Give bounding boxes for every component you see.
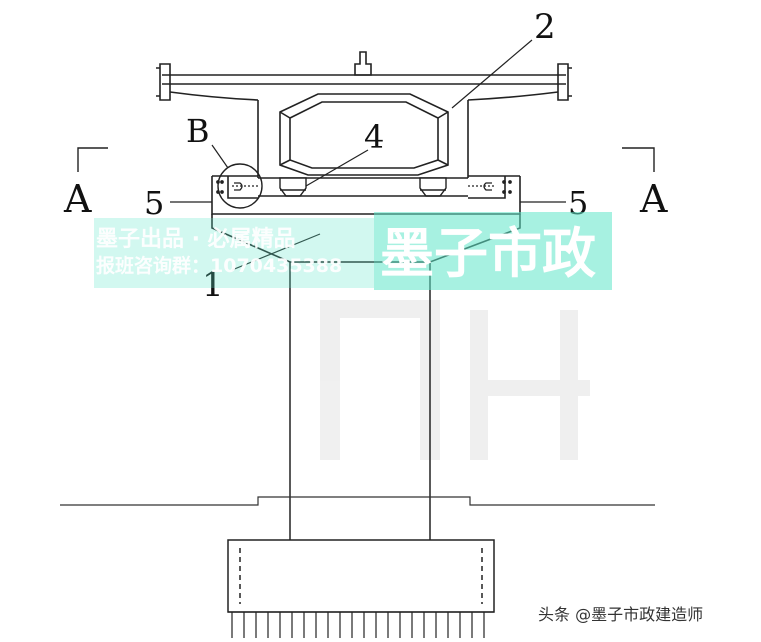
watermark-line-1: 墨子出品 · 必属精品 <box>96 226 296 252</box>
bearing-right <box>419 177 447 197</box>
ground-line <box>60 496 655 506</box>
piles <box>228 611 494 638</box>
label-section-a-right: A <box>639 177 668 221</box>
label-member-1: 1 <box>202 265 224 305</box>
promo-watermark: 墨子出品 · 必属精品 报班咨询群：1070435388 墨子市政 <box>94 212 612 290</box>
leader-lines <box>170 39 566 271</box>
pile-cap <box>227 539 495 613</box>
footer-credit: 头条 @墨子市政建造师 <box>538 605 703 624</box>
detail-b-circle <box>217 163 263 209</box>
label-section-a-left: A <box>63 177 92 221</box>
box-girder <box>156 51 572 179</box>
watermark-line-2: 报班咨询群：1070435388 <box>96 254 342 277</box>
label-member-2: 2 <box>534 7 556 47</box>
stopper-detail-left <box>216 180 258 194</box>
section-mark-right <box>622 147 655 172</box>
label-detail-b: B <box>186 112 210 150</box>
pier-column <box>289 262 431 540</box>
stopper-detail-right <box>468 180 512 194</box>
label-member-5-left: 5 <box>144 184 164 222</box>
section-mark-left <box>77 147 108 172</box>
watermark-brand: 墨子市政 <box>380 222 596 285</box>
label-member-4: 4 <box>364 118 384 156</box>
background-watermark-glyphs <box>320 300 590 460</box>
bearing-left <box>279 177 307 197</box>
